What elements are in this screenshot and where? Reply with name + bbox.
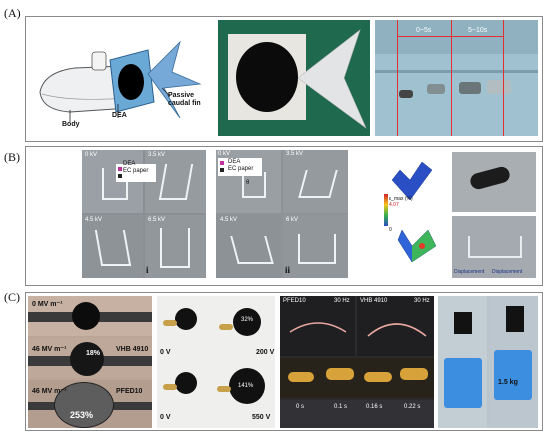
strip-pfed10-hz: 30 Hz xyxy=(334,298,350,304)
flower-pct-1: 32% xyxy=(241,317,254,323)
colorbar-title: ε_max (%) xyxy=(389,196,413,202)
bending-grid-ii xyxy=(216,150,348,278)
flower-v1: 0 V xyxy=(160,349,171,356)
strip-pfed10: PFED10 xyxy=(283,298,306,304)
bending-grid-i xyxy=(82,150,206,278)
c-r2-pct: 18% xyxy=(86,350,101,357)
colorbar-max: 4.07 xyxy=(389,202,399,208)
grid-i-v2: 4.5 kV xyxy=(85,217,103,223)
fea-simulation xyxy=(382,150,446,278)
c-r3-pct: 253% xyxy=(70,410,94,420)
timing-label-1: 0~5s xyxy=(416,27,432,34)
grid-ii-v1: 3.5 kV xyxy=(286,151,304,157)
callout-dea: DEA xyxy=(112,112,127,119)
weight-lift-photos xyxy=(438,296,538,428)
strip-time-1: 0.1 s xyxy=(334,404,348,410)
grid-i-v0: 0 kV xyxy=(85,152,98,158)
c-r1-field: 0 MV m⁻¹ xyxy=(32,301,63,308)
strip-time-0: 0 s xyxy=(296,404,305,410)
strip-time-3: 0.22 s xyxy=(404,404,421,410)
flower-v4: 550 V xyxy=(252,414,271,421)
flower-pct-2: 141% xyxy=(238,383,254,389)
lift-mass-label: 1.5 kg xyxy=(498,379,518,386)
flower-actuator-photos xyxy=(157,296,275,428)
flower-v2: 200 V xyxy=(256,349,275,356)
panel-c-label: (C) xyxy=(4,290,20,304)
c-r3-field: 46 MV m⁻¹ xyxy=(32,388,67,395)
grid-i-legend-ec: EC paper xyxy=(123,168,149,174)
grid-ii-v3: 6 kV xyxy=(286,217,299,223)
strip-vhb-hz: 30 Hz xyxy=(414,298,430,304)
fish-photo xyxy=(218,20,370,136)
grid-i-roman: i xyxy=(146,265,149,275)
stretch-photo-set xyxy=(28,296,152,428)
timing-label-2: 5~10s xyxy=(468,27,488,34)
flower-v3: 0 V xyxy=(160,414,171,421)
tank-photo xyxy=(375,20,538,136)
displacement-photo-top xyxy=(452,152,536,212)
callout-body: Body xyxy=(62,121,80,128)
grid-i-legend-dea: DEA xyxy=(123,161,136,167)
c-r2-field: 46 MV m⁻¹ xyxy=(32,346,67,353)
panel-b-label: (B) xyxy=(4,150,20,164)
strip-time-2: 0.16 s xyxy=(366,404,383,410)
callout-caudal-fin: Passive caudal fin xyxy=(168,92,201,107)
grid-i-v3: 6.5 kV xyxy=(148,217,166,223)
grid-i-v1: 3.5 kV xyxy=(148,152,166,158)
grid-ii-roman: ii xyxy=(285,265,291,275)
grid-ii-v2: 4.5 kV xyxy=(220,217,238,223)
panel-a-label: (A) xyxy=(4,6,21,20)
displacement-photo-bottom xyxy=(452,216,536,278)
fish-schematic xyxy=(39,40,202,122)
grid-ii-v0: 0 kV xyxy=(218,151,231,157)
displacement-label-2: Displacement xyxy=(492,269,523,275)
c-r2-material: VHB 4910 xyxy=(116,346,149,353)
highspeed-strip xyxy=(280,296,434,428)
grid-ii-legend-dea: DEA xyxy=(228,159,241,165)
grid-ii-legend-ec: EC paper xyxy=(228,166,254,172)
grid-ii-theta: θ xyxy=(246,180,250,186)
colorbar-min: 0 xyxy=(389,227,392,233)
strip-vhb: VHB 4910 xyxy=(360,298,388,304)
displacement-label-1: Displacement xyxy=(454,269,485,275)
c-r3-material: PFED10 xyxy=(116,388,143,395)
